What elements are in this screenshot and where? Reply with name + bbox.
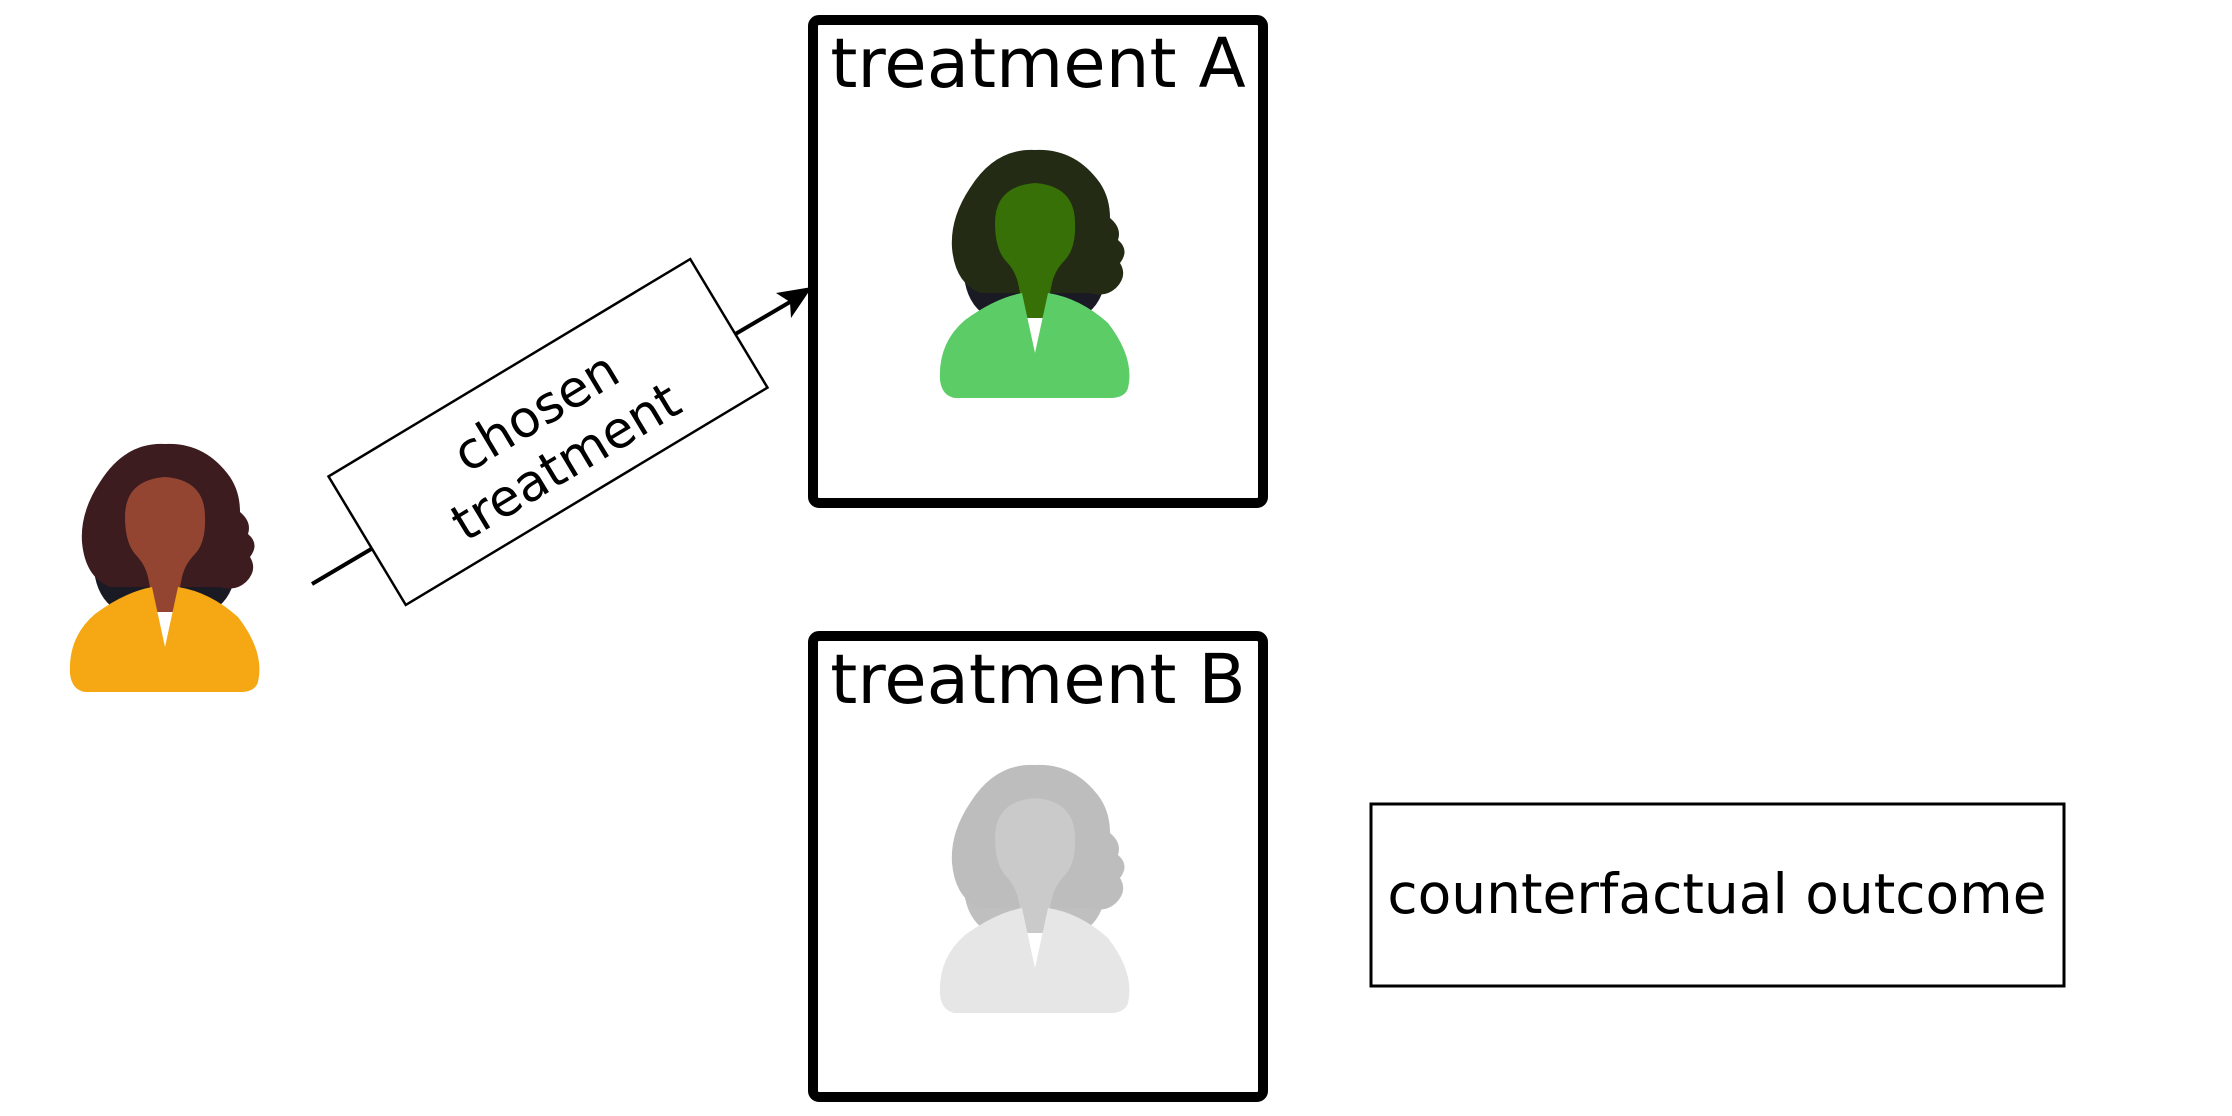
treatment-a-box: treatment A bbox=[808, 15, 1268, 508]
outcome-a-figure bbox=[939, 149, 1130, 398]
patient-figure bbox=[69, 443, 260, 692]
chosen-treatment-tag: chosen treatment bbox=[326, 257, 770, 607]
arrow-head-icon bbox=[776, 287, 812, 318]
person-skin bbox=[995, 798, 1076, 933]
person-skin bbox=[995, 183, 1076, 318]
treatment-b-box: treatment B bbox=[808, 631, 1268, 1102]
counterfactual-outcome-box: counterfactual outcome bbox=[1369, 802, 2066, 988]
outcome-b-figure bbox=[939, 764, 1130, 1013]
person-skin bbox=[125, 477, 206, 612]
treatment-b-title: treatment B bbox=[830, 640, 1245, 720]
treatment-a-title: treatment A bbox=[830, 24, 1245, 104]
person-shirt bbox=[69, 587, 260, 692]
arrow-line-upper bbox=[730, 300, 792, 338]
person-shirt bbox=[939, 293, 1130, 398]
counterfactual-outcome-label: counterfactual outcome bbox=[1387, 862, 2046, 926]
person-shirt bbox=[939, 908, 1130, 1013]
arrow-line-lower bbox=[310, 543, 380, 586]
